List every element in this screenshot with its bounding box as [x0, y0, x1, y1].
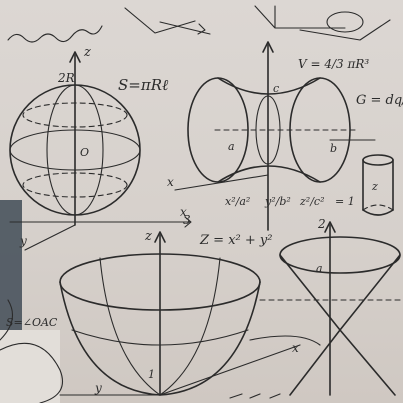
formula-hyper-3: z²/c²	[299, 195, 324, 208]
paraboloid-3-label: 3	[183, 213, 191, 227]
bottom-left-curve	[0, 342, 64, 403]
cone-2-label: 2	[317, 217, 326, 231]
formula-oac: S=∠OAC	[6, 316, 58, 329]
cone-upper	[279, 254, 401, 331]
hyperboloid-c-label: c	[273, 82, 279, 95]
paraboloid-x-axis	[159, 344, 301, 396]
top-box-sketch	[254, 5, 346, 29]
paper-bottom-left	[0, 330, 60, 403]
hyperboloid-x-axis	[174, 174, 269, 191]
sphere-origin-label: O	[80, 146, 89, 159]
cone-lower	[289, 329, 396, 396]
left-arc	[0, 299, 14, 341]
cone-a-label: a	[316, 262, 323, 275]
hyperboloid-a-label: a	[228, 140, 235, 153]
bottom-ticks	[229, 393, 281, 399]
paraboloid-line-right	[159, 257, 221, 396]
top-axes-sketch	[124, 7, 196, 34]
formula-g: G = dq/dt	[356, 93, 403, 108]
paraboloid-one-label: 1	[148, 368, 155, 381]
formula-hyper-2: y²/b²	[264, 195, 291, 208]
sphere-figure	[9, 51, 192, 251]
cylinder-bottom	[362, 209, 394, 216]
hyperboloid-z-arrow	[262, 41, 274, 53]
paraboloid-line-left	[99, 257, 161, 396]
cylinder-figure	[362, 154, 394, 216]
cylinder-top	[362, 154, 394, 166]
sphere-2r-label: 2R	[57, 71, 75, 85]
paraboloid-x-label: x	[292, 341, 299, 355]
sphere-latitude-top	[22, 102, 128, 128]
paraboloid-figure	[59, 231, 301, 396]
hyperboloid-bottom-edge	[217, 165, 321, 183]
formula-s: S=πRℓ	[118, 76, 168, 94]
formula-hyper-eq: = 1	[335, 195, 355, 208]
cone-arrow	[249, 335, 321, 346]
cone-top-rim	[279, 236, 401, 274]
paraboloid-z-label: z	[144, 229, 152, 244]
formula-v: V = 4/3 πR³	[298, 57, 369, 71]
cone-z-arrow	[324, 221, 336, 233]
sphere-x-axis	[9, 216, 192, 228]
sphere-equator	[9, 129, 141, 171]
cylinder-bottom-back	[362, 204, 394, 211]
top-wave	[7, 25, 103, 43]
formula-hyper-1: x²/a²	[225, 195, 250, 208]
cone-figure	[249, 221, 401, 396]
top-right-ellipse	[326, 11, 364, 33]
sphere-y-axis	[24, 224, 76, 251]
hyperboloid-b-label: b	[330, 142, 337, 155]
top-right-lines	[299, 19, 391, 41]
paraboloid-z-arrow	[154, 231, 166, 243]
top-arrow	[159, 21, 211, 35]
cylinder-sides	[362, 159, 394, 211]
hyperboloid-figure	[174, 41, 376, 231]
hyperboloid-x-label: x	[167, 175, 174, 189]
sphere-latitude-bottom	[22, 172, 128, 198]
formula-z: Z = x² + y²	[199, 233, 272, 248]
dark-panel-left	[0, 200, 22, 330]
sphere-x-label: x	[180, 205, 187, 219]
sphere-z-label: z	[83, 45, 91, 60]
hyperboloid-top-edge	[217, 77, 321, 95]
paraboloid-ring	[71, 329, 249, 346]
cylinder-z-label: z	[371, 180, 378, 193]
sphere-y-label: y	[19, 234, 27, 248]
sphere-z-arrow	[69, 51, 81, 63]
paraboloid-y-label: y	[94, 381, 102, 395]
sphere-meridian	[46, 84, 104, 216]
